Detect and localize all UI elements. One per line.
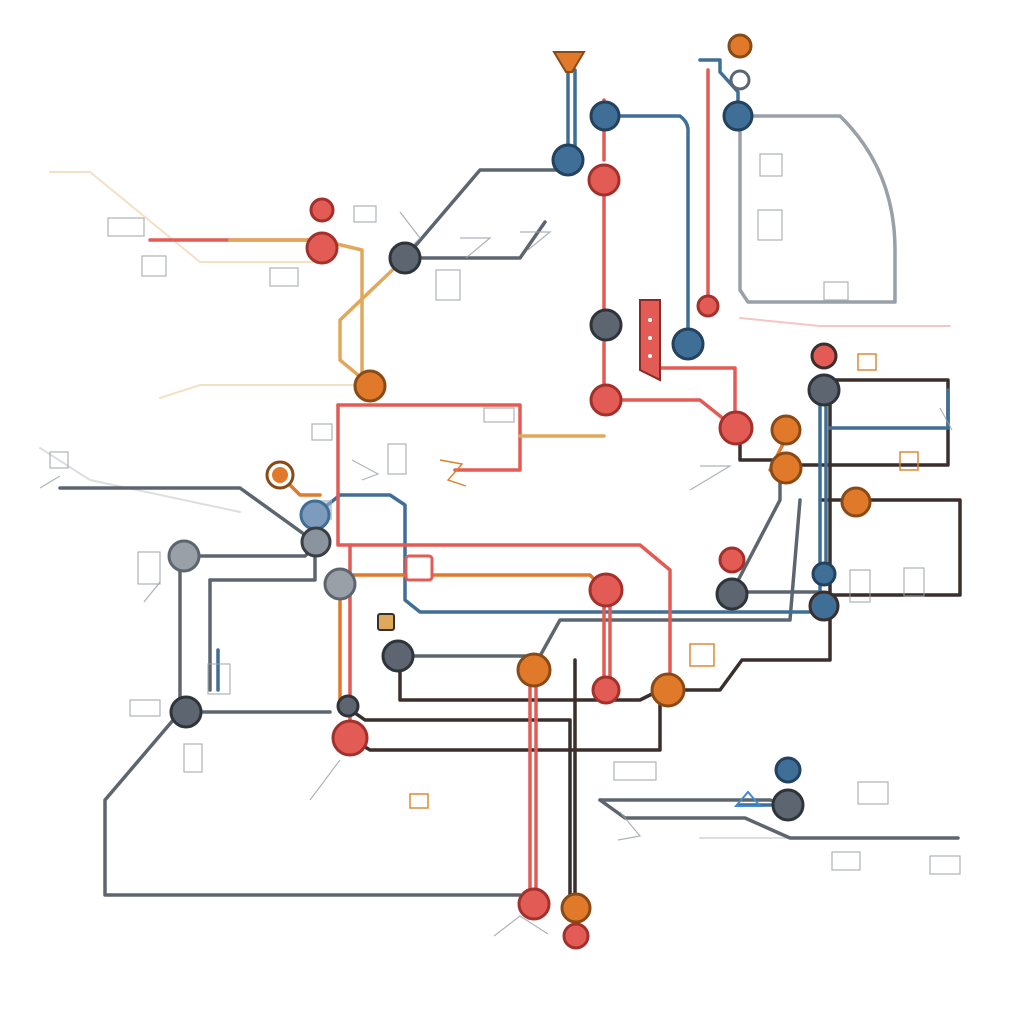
station — [811, 561, 837, 587]
station — [589, 383, 623, 417]
station — [774, 756, 802, 784]
station — [696, 294, 720, 318]
station — [807, 373, 841, 407]
station — [331, 719, 369, 757]
station — [718, 546, 746, 574]
station — [722, 100, 754, 132]
station — [336, 694, 360, 718]
station — [551, 143, 585, 177]
station — [770, 414, 802, 446]
station — [305, 231, 339, 265]
station — [840, 486, 872, 518]
station — [516, 652, 552, 688]
station — [169, 695, 203, 729]
station — [589, 308, 623, 342]
station — [727, 33, 753, 59]
sketch-labels — [39, 153, 961, 937]
station — [588, 572, 624, 608]
dark-line — [343, 378, 962, 902]
slate-line — [58, 114, 960, 897]
station — [808, 590, 840, 622]
station — [671, 327, 705, 361]
station — [562, 922, 590, 950]
station — [388, 241, 422, 275]
station — [353, 369, 387, 403]
red-line — [148, 68, 737, 902]
station — [591, 675, 621, 705]
station — [587, 163, 621, 197]
station — [589, 100, 621, 132]
station — [771, 788, 805, 822]
station — [560, 892, 592, 924]
station — [729, 69, 751, 91]
station — [167, 539, 201, 573]
station — [718, 410, 754, 446]
stations — [167, 33, 872, 950]
station — [272, 467, 288, 483]
station — [715, 577, 749, 611]
station — [299, 499, 331, 531]
station — [323, 567, 357, 601]
station — [517, 887, 551, 921]
station — [300, 526, 332, 558]
station — [381, 639, 415, 673]
station — [309, 197, 335, 223]
station — [769, 451, 803, 485]
station — [810, 342, 838, 370]
station — [650, 672, 686, 708]
blue-line — [216, 58, 950, 807]
